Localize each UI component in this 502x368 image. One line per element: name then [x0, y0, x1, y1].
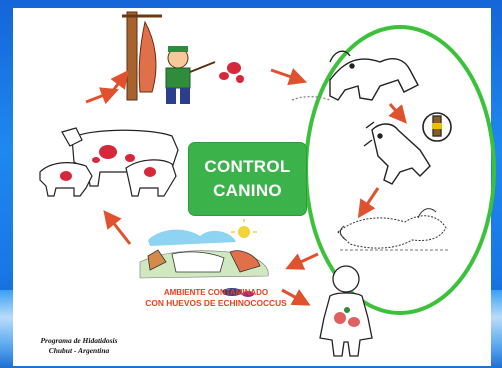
credit-line2: Chubut - Argentina — [48, 346, 110, 355]
credit-line1: Programa de Hidatidosis — [40, 336, 118, 345]
cycle-arrows — [85, 68, 407, 306]
slaughter-scene-illustration — [122, 11, 244, 104]
dog-running-illustration — [291, 50, 419, 101]
arrow-livestock-to-slaughter — [85, 87, 120, 105]
canine-control-ellipse — [304, 25, 496, 315]
environment-caption-line1: AMBIENTE CONTAMINADO — [163, 288, 269, 297]
program-credit: Programa de Hidatidosis Chubut - Argenti… — [24, 336, 134, 356]
environment-caption-line2: CON HUEVOS DE ECHINOCOCCUS — [145, 298, 287, 308]
control-canino-box: CONTROL CANINO — [189, 143, 306, 215]
dog-with-bottle-illustration — [363, 112, 452, 185]
arrow-environment-to-human — [281, 288, 311, 306]
arrow-to-slaughter — [110, 70, 129, 93]
dog-ground-illustration — [337, 208, 450, 251]
arrow-environment-to-livestock — [103, 210, 132, 245]
environment-caption: AMBIENTE CONTAMINADO CON HUEVOS DE ECHIN… — [136, 287, 296, 309]
infected-human-illustration — [319, 265, 373, 357]
control-line1: CONTROL — [204, 157, 291, 176]
arrow-slaughter-to-dog — [270, 68, 308, 86]
livestock-illustration — [39, 127, 179, 197]
arrow-dog-to-bottle — [388, 103, 407, 124]
contaminated-environment-illustration — [139, 219, 269, 297]
control-line2: CANINO — [213, 181, 282, 200]
arrow-ground-to-environment — [285, 252, 319, 270]
arrow-bottle-to-ground — [357, 187, 380, 219]
